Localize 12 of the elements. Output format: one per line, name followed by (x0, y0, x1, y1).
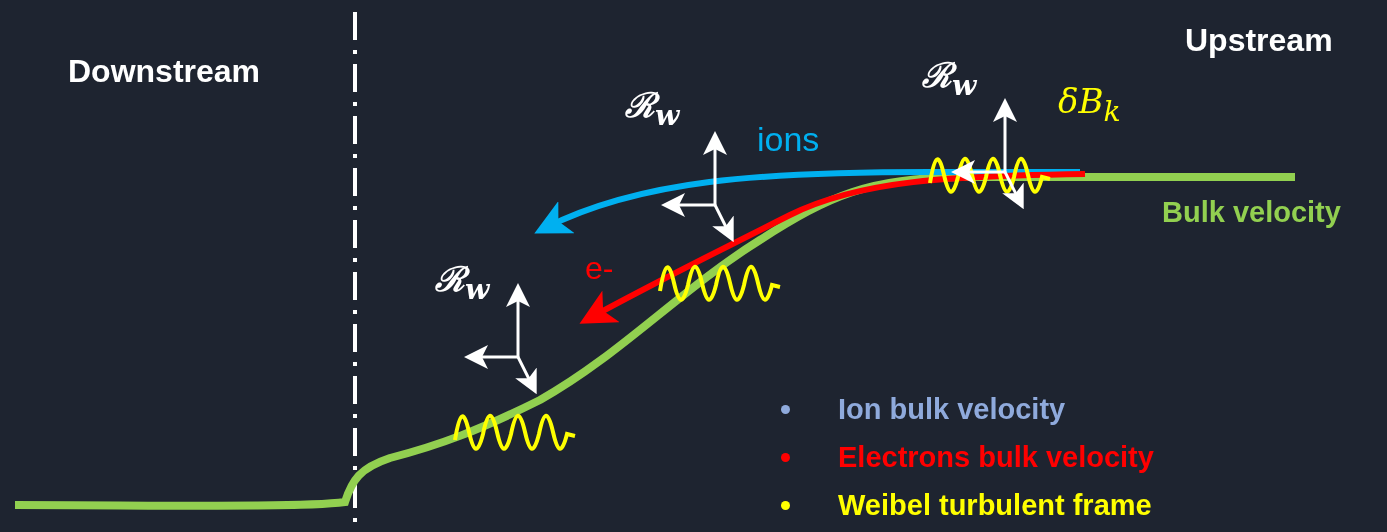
frame-symbol: ℛ$_{w}$ (625, 88, 680, 130)
legend-text: Weibel turbulent frame (838, 491, 1152, 520)
species-label: e- (585, 252, 614, 284)
region-label: Upstream (1185, 24, 1333, 56)
species-label: ions (757, 122, 820, 156)
frame-symbol: ℛ$_{w}$ (922, 58, 977, 100)
legend-text: Electrons bulk velocity (838, 443, 1154, 472)
frame-symbol: ℛ$_{w}$ (435, 262, 490, 304)
legend-text: Ion bulk velocity (838, 395, 1066, 424)
curve-label: Bulk velocity (1162, 198, 1341, 227)
region-label: Downstream (68, 55, 261, 87)
field-symbol: δB$_{k}$ (1058, 84, 1121, 127)
